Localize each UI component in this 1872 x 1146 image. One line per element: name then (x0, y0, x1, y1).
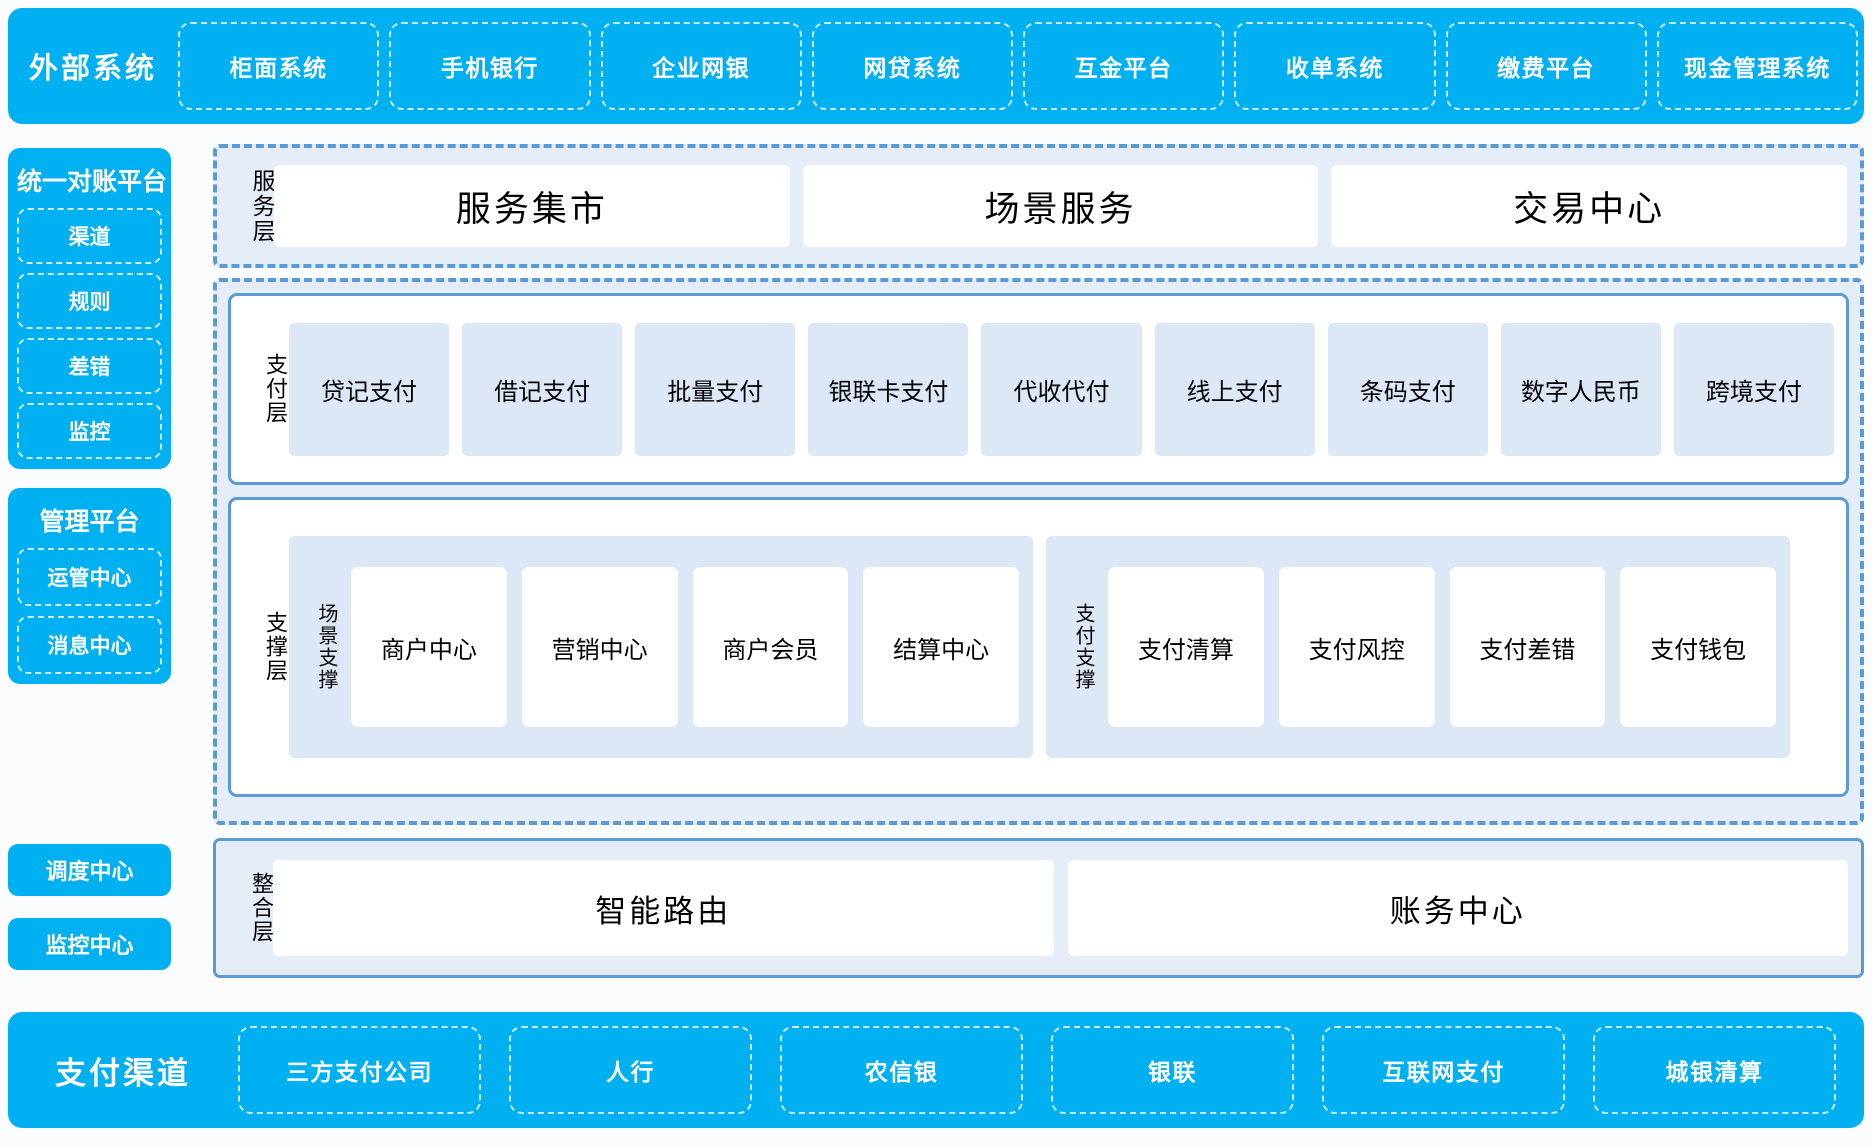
reconciliation-item-monitor[interactable]: 监控 (17, 403, 162, 459)
service-layer-items: 服务集市 场景服务 交易中心 (274, 165, 1848, 247)
payment-channels-band: 支付渠道 三方支付公司 人行 农信银 银联 互联网支付 城银清算 (8, 1012, 1864, 1128)
channel-chip-cityclear[interactable]: 城银清算 (1593, 1026, 1836, 1114)
service-card-transaction-center[interactable]: 交易中心 (1331, 165, 1848, 247)
payment-chip-batch[interactable]: 批量支付 (635, 322, 796, 456)
reconciliation-item-channel[interactable]: 渠道 (17, 208, 162, 264)
service-layer-container: 服务层 服务集市 场景服务 交易中心 (213, 144, 1864, 268)
external-systems-items: 柜面系统 手机银行 企业网银 网贷系统 互金平台 收单系统 缴费平台 现金管理系… (178, 22, 1864, 110)
support-layer-label: 支撑层 (263, 611, 288, 683)
channel-chip-third-party[interactable]: 三方支付公司 (238, 1026, 481, 1114)
support-card-payment-error[interactable]: 支付差错 (1449, 567, 1606, 727)
external-system-chip[interactable]: 缴费平台 (1445, 22, 1647, 110)
support-group-payment-label: 支付支撑 (1072, 603, 1094, 691)
payment-chip-unionpay-card[interactable]: 银联卡支付 (808, 322, 969, 456)
external-system-chip[interactable]: 企业网银 (600, 22, 802, 110)
payment-channels-title: 支付渠道 (55, 1055, 191, 1091)
management-platform-title: 管理平台 (39, 508, 140, 536)
channel-chip-unionpay[interactable]: 银联 (1051, 1026, 1294, 1114)
management-item-operations[interactable]: 运管中心 (17, 548, 162, 606)
reconciliation-platform-card: 统一对账平台 渠道 规则 差错 监控 (8, 148, 171, 469)
payment-chip-online[interactable]: 线上支付 (1154, 322, 1315, 456)
channel-chip-internet-payment[interactable]: 互联网支付 (1322, 1026, 1565, 1114)
integration-layer-items: 智能路由 账务中心 (273, 860, 1848, 956)
payment-layer-container: 支付层 贷记支付 借记支付 批量支付 银联卡支付 代收代付 线上支付 条码支付 … (228, 293, 1849, 485)
management-item-message[interactable]: 消息中心 (17, 616, 162, 674)
support-card-payment-risk[interactable]: 支付风控 (1278, 567, 1435, 727)
external-system-chip[interactable]: 柜面系统 (178, 22, 380, 110)
external-systems-title: 外部系统 (28, 53, 157, 85)
support-layer-container: 支撑层 场景支撑 商户中心 营销中心 商户会员 结算中心 支付支撑 支付清算 (228, 497, 1849, 797)
support-card-marketing-center[interactable]: 营销中心 (521, 567, 678, 727)
payment-channels-items: 三方支付公司 人行 农信银 银联 互联网支付 城银清算 (238, 1026, 1864, 1114)
payment-layer-label: 支付层 (263, 353, 288, 425)
external-system-chip[interactable]: 互金平台 (1023, 22, 1225, 110)
external-system-chip[interactable]: 收单系统 (1234, 22, 1436, 110)
support-card-merchant-member[interactable]: 商户会员 (692, 567, 849, 727)
support-group-payment: 支付支撑 支付清算 支付风控 支付差错 支付钱包 (1046, 536, 1790, 758)
payment-chip-barcode[interactable]: 条码支付 (1327, 322, 1488, 456)
payment-chip-collection-payment[interactable]: 代收代付 (981, 322, 1142, 456)
support-card-payment-clearing[interactable]: 支付清算 (1108, 567, 1264, 727)
reconciliation-item-rule[interactable]: 规则 (17, 273, 162, 329)
sidebar-item-monitor-center[interactable]: 监控中心 (8, 918, 171, 970)
integration-card-accounting-center[interactable]: 账务中心 (1067, 860, 1848, 956)
support-group-payment-items: 支付清算 支付风控 支付差错 支付钱包 (1108, 567, 1776, 727)
external-system-chip[interactable]: 手机银行 (389, 22, 591, 110)
support-card-settlement-center[interactable]: 结算中心 (863, 567, 1019, 727)
integration-layer-container: 整合层 智能路由 账务中心 (213, 838, 1864, 978)
payment-chip-debit[interactable]: 借记支付 (462, 322, 623, 456)
payment-chip-digital-rmb[interactable]: 数字人民币 (1500, 322, 1661, 456)
channel-chip-rcc[interactable]: 农信银 (780, 1026, 1023, 1114)
service-layer-label: 服务层 (249, 168, 275, 244)
sidebar-item-dispatch-center[interactable]: 调度中心 (8, 844, 171, 896)
integration-layer-label: 整合层 (249, 872, 274, 944)
channel-chip-pboc[interactable]: 人行 (509, 1026, 752, 1114)
reconciliation-item-error[interactable]: 差错 (17, 338, 162, 394)
payment-chip-credit[interactable]: 贷记支付 (289, 322, 450, 456)
service-card-marketplace[interactable]: 服务集市 (274, 165, 790, 247)
external-systems-band: 外部系统 柜面系统 手机银行 企业网银 网贷系统 互金平台 收单系统 缴费平台 … (8, 8, 1864, 124)
payment-chip-cross-border[interactable]: 跨境支付 (1673, 322, 1834, 456)
reconciliation-platform-title: 统一对账平台 (17, 168, 168, 196)
support-group-scenario-label: 场景支撑 (315, 603, 337, 691)
payment-layer-items: 贷记支付 借记支付 批量支付 银联卡支付 代收代付 线上支付 条码支付 数字人民… (287, 322, 1834, 456)
service-card-scenario[interactable]: 场景服务 (802, 165, 1319, 247)
support-card-payment-wallet[interactable]: 支付钱包 (1620, 567, 1776, 727)
external-system-chip[interactable]: 现金管理系统 (1656, 22, 1858, 110)
external-system-chip[interactable]: 网贷系统 (811, 22, 1013, 110)
support-group-scenario-items: 商户中心 营销中心 商户会员 结算中心 (351, 567, 1019, 727)
support-group-scenario: 场景支撑 商户中心 营销中心 商户会员 结算中心 (289, 536, 1033, 758)
integration-card-smart-routing[interactable]: 智能路由 (273, 860, 1054, 956)
support-card-merchant-center[interactable]: 商户中心 (351, 567, 507, 727)
management-platform-card: 管理平台 运管中心 消息中心 (8, 488, 171, 684)
support-layer-groups: 场景支撑 商户中心 营销中心 商户会员 结算中心 支付支撑 支付清算 支付风控 … (287, 536, 1834, 758)
core-layers-container: 支付层 贷记支付 借记支付 批量支付 银联卡支付 代收代付 线上支付 条码支付 … (213, 278, 1864, 825)
